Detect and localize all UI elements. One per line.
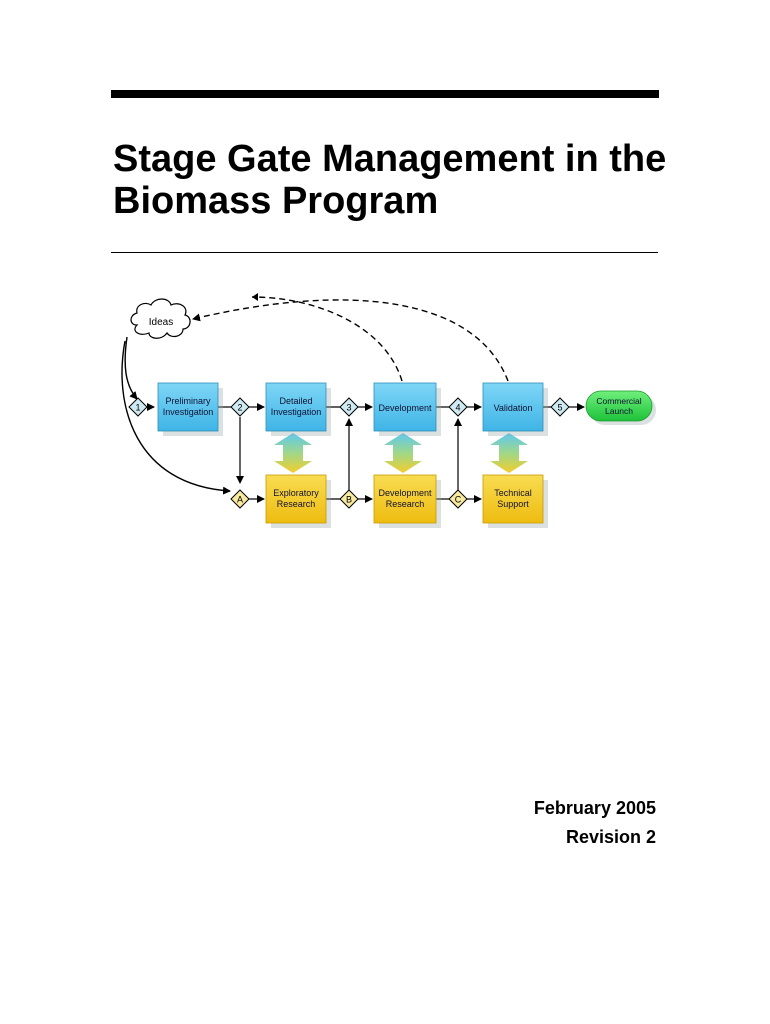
stage-box-validation	[482, 382, 544, 432]
svg-text:3: 3	[346, 403, 351, 413]
svg-text:Technical: Technical	[494, 488, 532, 498]
revision-label: Revision 2	[565, 827, 656, 847]
svg-text:4: 4	[455, 403, 460, 413]
publication-date: February 2005	[533, 798, 656, 818]
feedback-arrow-development	[251, 296, 403, 382]
research-box-technical-support	[482, 474, 544, 524]
svg-text:Launch: Launch	[605, 406, 633, 416]
stage-box-detailed-investigation	[265, 382, 327, 432]
svg-text:Detailed: Detailed	[279, 396, 312, 406]
top-rule	[111, 90, 659, 98]
svg-text:Investigation: Investigation	[163, 407, 214, 417]
research-box-exploratory	[265, 474, 327, 524]
title-divider	[111, 252, 658, 253]
gate-b: B	[339, 489, 359, 509]
svg-text:Research: Research	[277, 499, 316, 509]
svg-text:2: 2	[237, 403, 242, 413]
feedback-arrow-validation	[192, 299, 509, 382]
gate-4: 4	[448, 397, 468, 417]
double-arrow-icon	[490, 433, 528, 473]
double-arrow-icon	[384, 433, 422, 473]
svg-text:B: B	[346, 495, 352, 505]
svg-text:Development: Development	[378, 403, 432, 413]
svg-text:1: 1	[135, 403, 140, 413]
gate-a: A	[230, 489, 250, 509]
stage-box-development	[373, 382, 437, 432]
stage-gate-diagram: Ideas	[115, 285, 670, 535]
svg-text:Development: Development	[378, 488, 432, 498]
gate-2: 2	[230, 397, 250, 417]
svg-text:Commercial: Commercial	[596, 396, 641, 406]
date-block: February 2005 Revision 2	[534, 794, 656, 852]
svg-text:Preliminary: Preliminary	[165, 396, 211, 406]
commercial-launch-box	[585, 390, 653, 422]
svg-text:Research: Research	[386, 499, 425, 509]
gate-1: 1	[128, 397, 148, 417]
double-arrow-icon	[274, 433, 312, 473]
ideas-label: Ideas	[149, 317, 173, 328]
document-title: Stage Gate Management in the Biomass Pro…	[113, 138, 667, 222]
svg-text:5: 5	[557, 403, 562, 413]
ideas-cloud-icon	[130, 298, 191, 339]
stage-box-preliminary-investigation	[157, 382, 219, 432]
svg-text:Support: Support	[497, 499, 529, 509]
gate-c: C	[448, 489, 468, 509]
gate-5: 5	[550, 397, 570, 417]
research-box-development	[373, 474, 437, 524]
svg-text:A: A	[237, 495, 243, 505]
gate-3: 3	[339, 397, 359, 417]
svg-text:C: C	[455, 495, 462, 505]
svg-text:Exploratory: Exploratory	[273, 488, 319, 498]
svg-text:Investigation: Investigation	[271, 407, 322, 417]
svg-text:Validation: Validation	[494, 403, 533, 413]
